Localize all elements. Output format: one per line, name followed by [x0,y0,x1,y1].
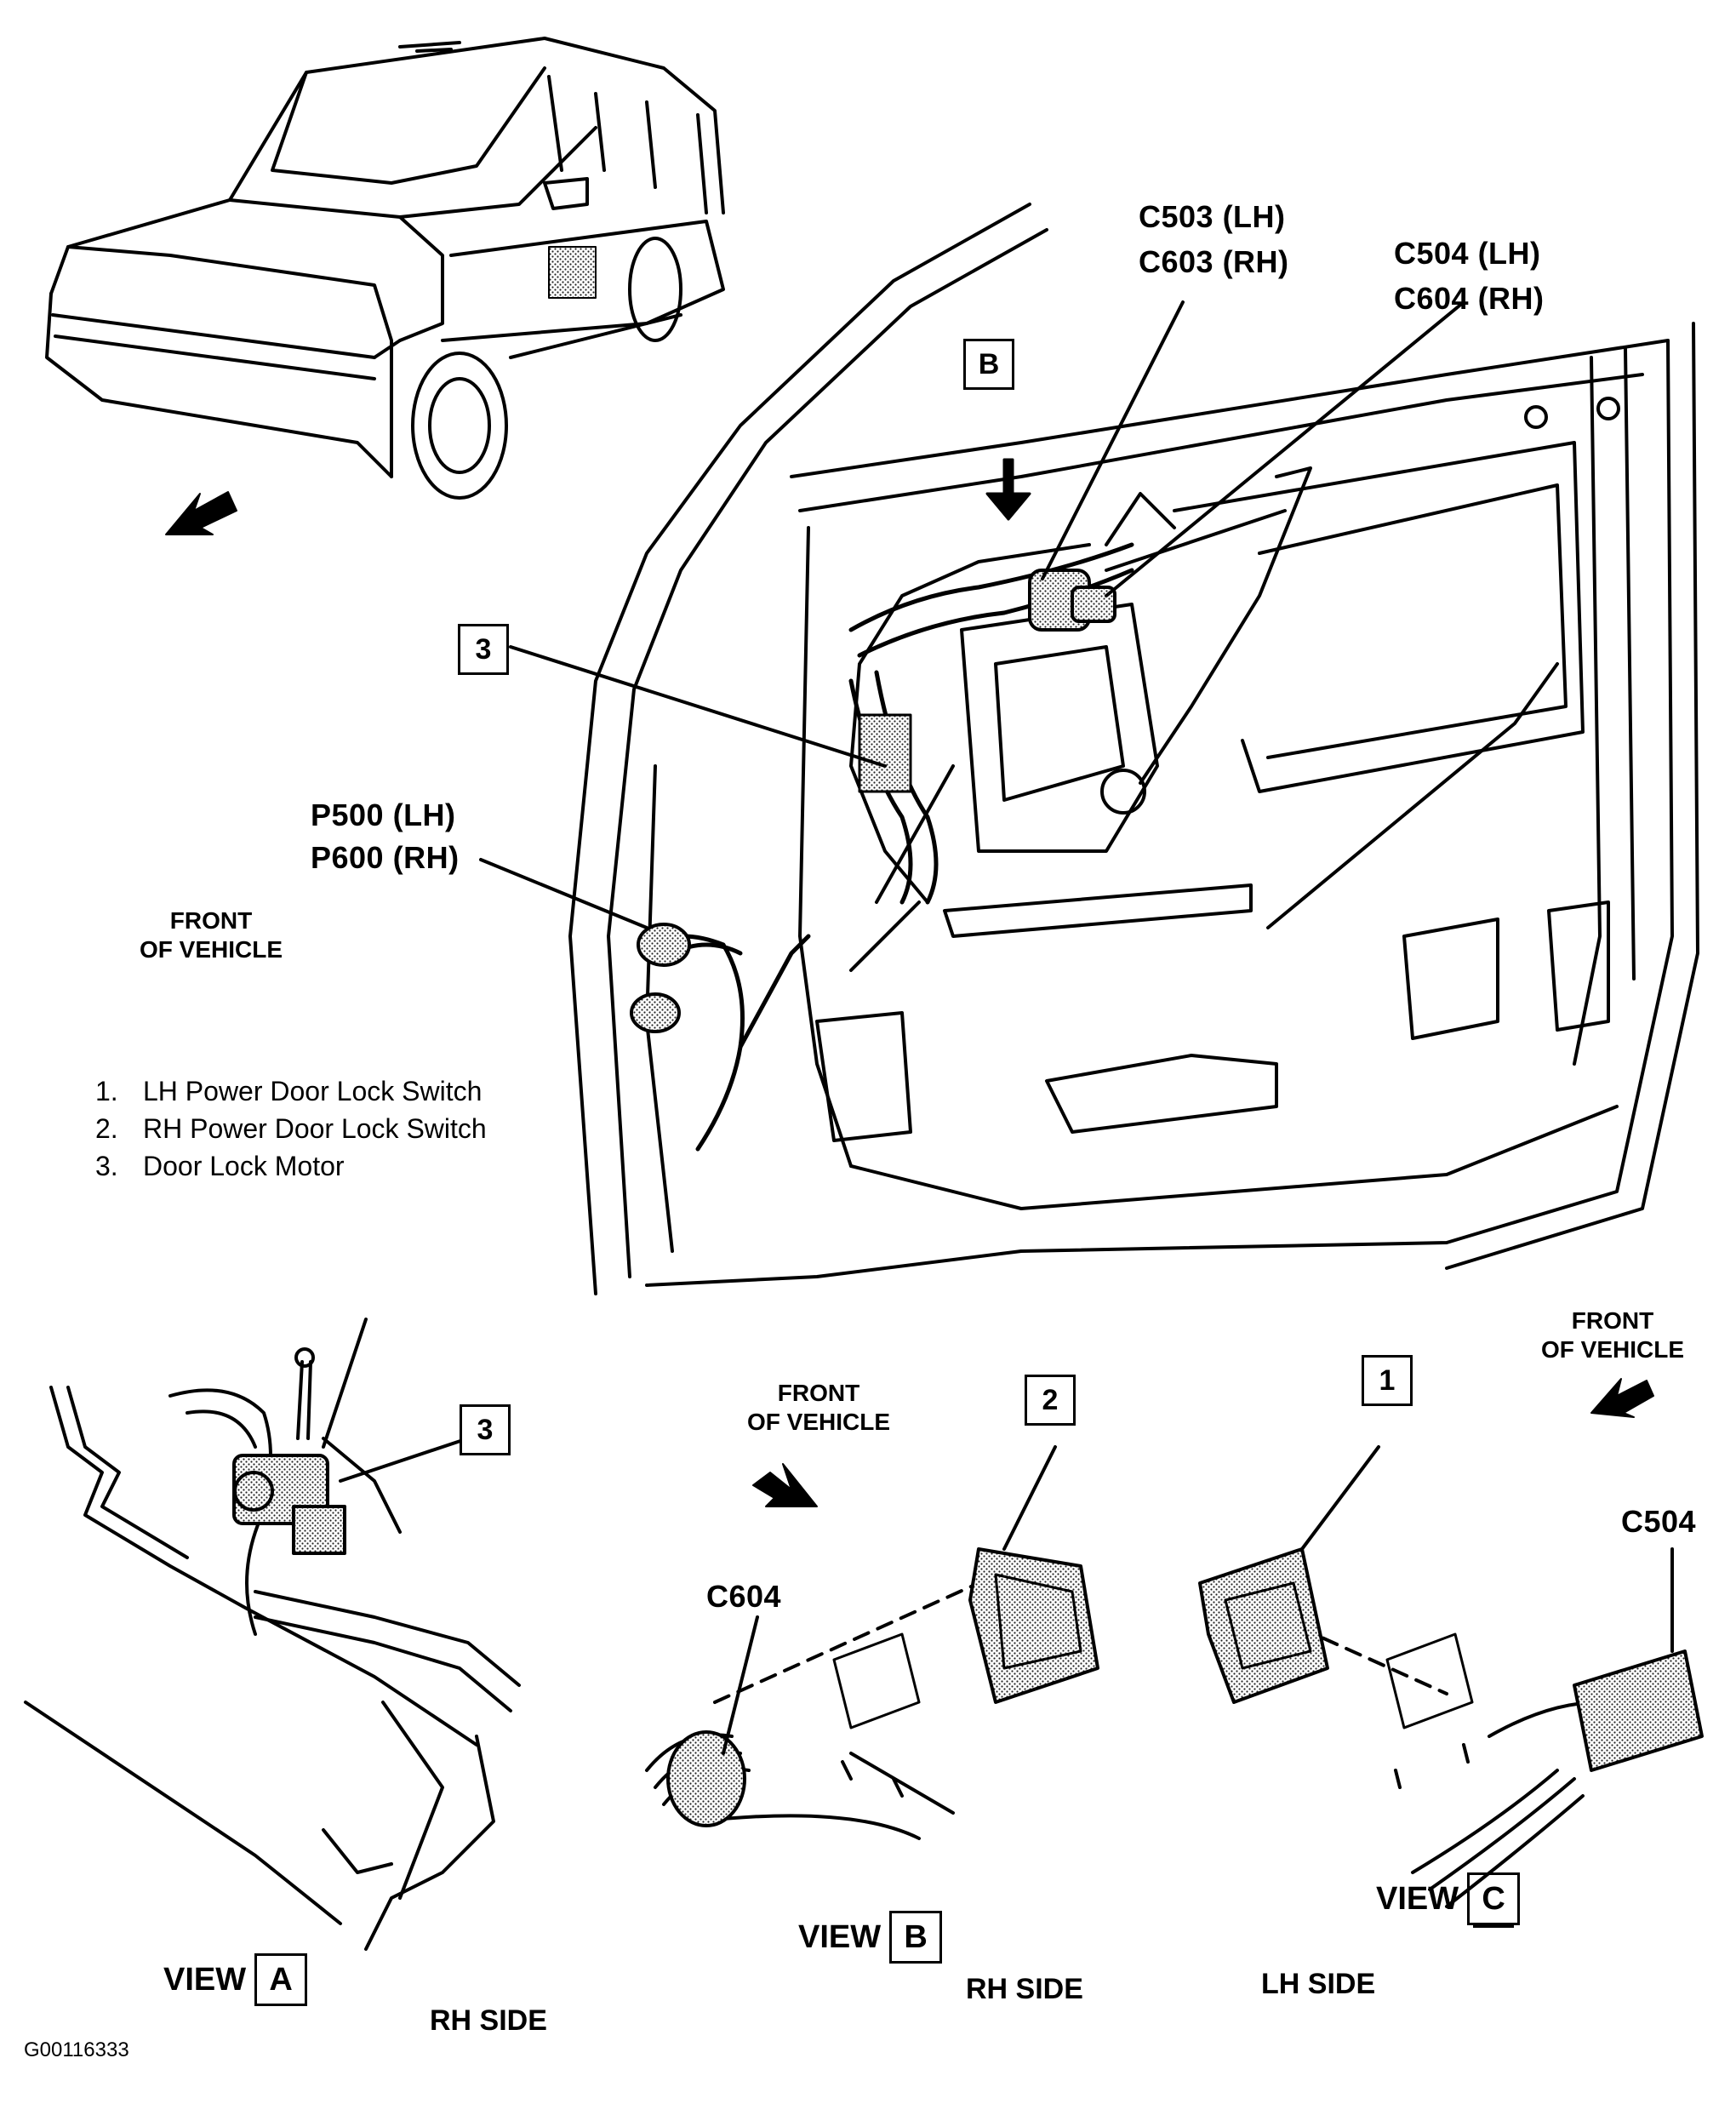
front-arrow-view-b [752,1463,818,1507]
view-a-side-label: RH SIDE [430,2004,547,2037]
legend-item: 2.RH Power Door Lock Switch [95,1113,487,1144]
callout-item-2-view-b: 2 [1025,1375,1076,1426]
legend-item: 3.Door Lock Motor [95,1151,345,1181]
view-b-side-label: RH SIDE [966,1973,1083,2005]
callout-item-3-view-a: 3 [460,1404,511,1455]
label-c604-view-b: C604 [706,1579,782,1614]
view-b-illustration [645,1581,980,1840]
connector-c504-c604 [1071,586,1116,623]
label-c604-rh: C604 (RH) [1394,281,1545,316]
front-arrow-left [165,491,237,535]
callout-item-3-main: 3 [458,624,509,675]
view-a-label: VIEW A [163,1953,308,2006]
front-of-vehicle-label-view-c: FRONT OF VEHICLE [1540,1307,1684,1363]
door-wiring-harness [644,542,1134,1152]
door-panel-illustration [568,203,1699,1295]
label-p500-lh: P500 (LH) [311,798,456,832]
door-lock-motor-main [858,713,912,793]
door-location-marker [548,246,597,299]
callout-item-1-view-c: 1 [1362,1355,1413,1406]
view-b-label: VIEW B [798,1911,943,1964]
view-c-side-label: LH SIDE [1261,1968,1376,2000]
leader-line-view-a [339,1437,470,1483]
leader-lines-main [479,300,1465,929]
figure-id: G00116333 [24,2038,129,2061]
view-b-letter-box: B [889,1911,943,1964]
view-c-letter-box: C [1467,1872,1521,1925]
connector-c504-view-c [1573,1649,1704,1772]
view-c-label: VIEW C [1376,1872,1521,1925]
front-of-vehicle-label-left: FRONT OF VEHICLE [139,907,283,963]
label-c603-rh: C603 (RH) [1139,244,1289,279]
callout-view-b: B [963,339,1014,390]
view-a-letter-box: A [254,1953,308,2006]
component-legend: 1.LH Power Door Lock Switch 2.RH Power D… [95,1072,487,1185]
leader-line-view-c-1 [1300,1445,1380,1551]
label-c504-lh: C504 (LH) [1394,236,1541,271]
legend-item: 1.LH Power Door Lock Switch [95,1076,483,1106]
leader-line-view-b-2 [1002,1445,1057,1551]
label-p600-rh: P600 (RH) [311,840,460,875]
view-b-direction-arrow [985,458,1031,521]
front-of-vehicle-label-view-b: FRONT OF VEHICLE [746,1380,890,1435]
connector-p500-p600 [637,923,691,967]
label-c503-lh: C503 (LH) [1139,199,1286,234]
connector-c604-view-b [666,1730,746,1827]
vehicle-overview-illustration [45,37,725,500]
leader-line-c604 [722,1615,759,1755]
front-arrow-view-c [1590,1378,1654,1418]
label-c504-view-c: C504 [1621,1504,1697,1539]
view-a-illustration [24,1318,521,1951]
